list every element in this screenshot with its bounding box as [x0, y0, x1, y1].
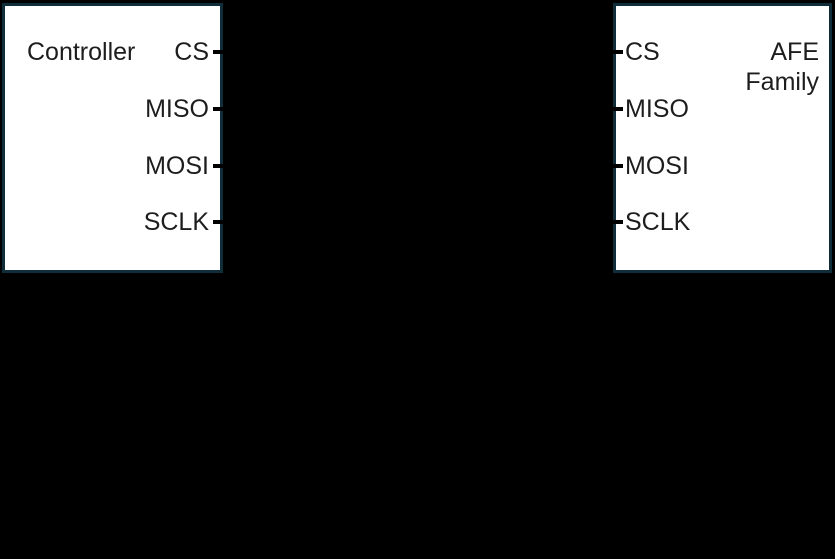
controller-pin-cs: CS [174, 38, 209, 66]
wire-sclk [213, 220, 623, 224]
afe-pin-miso: MISO [625, 95, 689, 123]
controller-pin-sclk: SCLK [143, 208, 209, 236]
wire-mosi [213, 164, 623, 168]
afe-title-line-2: Family [745, 68, 819, 96]
controller-block-title: Controller [27, 38, 136, 66]
controller-pin-miso: MISO [145, 95, 209, 123]
afe-pin-mosi: MOSI [625, 152, 689, 180]
controller-pin-mosi: MOSI [145, 152, 209, 180]
afe-title-line-1: AFE [770, 38, 819, 66]
controller-block: Controller CS MISO MOSI SCLK [2, 3, 223, 273]
wire-miso [213, 107, 623, 111]
wire-cs [213, 50, 623, 54]
afe-pin-cs: CS [625, 38, 660, 66]
afe-pin-sclk: SCLK [625, 208, 691, 236]
afe-family-block-title: AFE Family [745, 37, 819, 97]
afe-family-block: AFE Family CS MISO MOSI SCLK [613, 3, 832, 273]
